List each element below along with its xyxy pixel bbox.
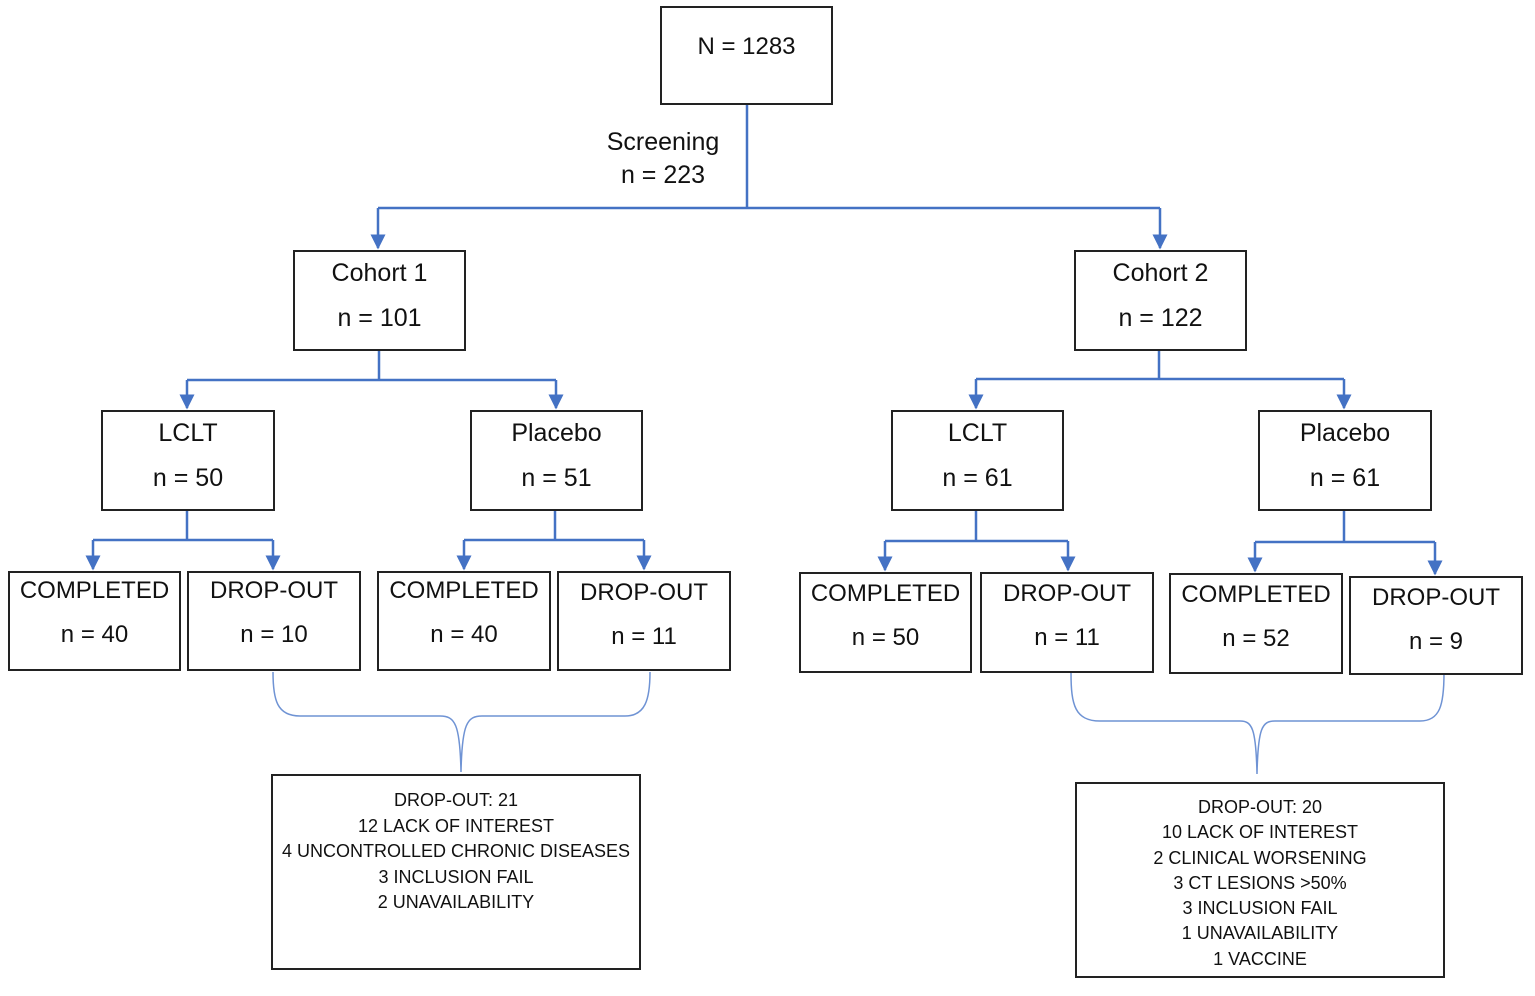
total-population-label: N = 1283 [697,33,796,60]
cohort-1-placebo-count: n = 51 [521,464,592,492]
dropout-count: n = 11 [1034,624,1100,651]
cohort-2-box: Cohort 2 n = 122 [1074,250,1247,351]
cohort-2-placebo-dropout-box: DROP-OUT n = 9 [1349,576,1523,675]
screening-count: n = 223 [620,161,706,189]
completed-title: COMPLETED [389,577,539,604]
completed-count: n = 40 [430,621,498,648]
cohort-2-lclt-dropout-box: DROP-OUT n = 11 [980,572,1154,673]
cohort-2-placebo-box: Placebo n = 61 [1258,410,1432,511]
dropout-title: DROP-OUT [1372,584,1500,611]
cohort-2-placebo-count: n = 61 [1309,464,1381,492]
dropout-title: DROP-OUT [1003,580,1131,607]
cohort-1-lclt-count: n = 50 [152,464,224,492]
dropout-count: n = 10 [240,621,308,648]
reason-line: 1 UNAVAILABILITY [1181,923,1339,944]
cohort-1-lclt-box: LCLT n = 50 [101,410,275,511]
completed-count: n = 40 [60,621,129,648]
reason-line: 12 LACK OF INTEREST [357,815,555,836]
completed-title: COMPLETED [810,580,961,607]
cohort-2-placebo-title: Placebo [1299,419,1391,447]
cohort-2-title: Cohort 2 [1112,259,1209,287]
total-population-box: N = 1283 [660,6,833,105]
reason-line: 1 VACCINE [1213,948,1307,969]
cohort-1-lclt-title: LCLT [158,419,218,447]
reason-line: 4 UNCONTROLLED CHRONIC DISEASES [281,841,631,861]
cohort-1-count: n = 101 [337,304,422,332]
brace-cohort2 [1070,672,1445,775]
cohort-2-lclt-completed-box: COMPLETED n = 50 [799,572,972,673]
reason-line: 3 INCLUSION FAIL [378,866,534,887]
cohort-1-lclt-completed-box: COMPLETED n = 40 [8,571,181,671]
reason-line: 3 CT LESIONS >50% [1173,872,1347,893]
cohort-2-lclt-box: LCLT n = 61 [891,410,1064,511]
cohort-1-box: Cohort 1 n = 101 [293,250,466,351]
screening-label: Screening n = 223 [598,126,728,192]
cohort-2-lclt-count: n = 61 [942,464,1013,492]
cohort-2-count: n = 122 [1118,304,1203,332]
cohort-1-placebo-box: Placebo n = 51 [470,410,643,511]
dropout-title: DROP-OUT [210,577,338,604]
cohort-1-lclt-dropout-box: DROP-OUT n = 10 [187,571,361,671]
completed-title: COMPLETED [19,577,170,604]
cohort-2-dropout-reasons-box: DROP-OUT: 20 10 LACK OF INTEREST 2 CLINI… [1075,782,1445,978]
cohort-1-title: Cohort 1 [331,259,428,287]
cohort-1-placebo-dropout-box: DROP-OUT n = 11 [557,571,731,671]
cohort-2-placebo-completed-box: COMPLETED n = 52 [1169,573,1343,674]
reason-line: DROP-OUT: 20 [1197,797,1323,817]
brace-cohort1 [272,671,651,773]
completed-title: COMPLETED [1181,581,1331,608]
completed-count: n = 50 [851,624,920,651]
dropout-title: DROP-OUT [580,579,708,606]
reason-line: 3 INCLUSION FAIL [1182,898,1338,919]
cohort-1-placebo-title: Placebo [511,419,602,447]
dropout-count: n = 9 [1408,628,1464,655]
completed-count: n = 52 [1222,625,1290,652]
cohort-1-placebo-completed-box: COMPLETED n = 40 [377,571,551,671]
reason-line: 2 CLINICAL WORSENING [1153,847,1367,868]
cohort-1-dropout-reasons-box: DROP-OUT: 21 12 LACK OF INTEREST 4 UNCON… [271,774,641,970]
reason-line: 10 LACK OF INTEREST [1161,822,1359,843]
cohort-2-lclt-title: LCLT [947,419,1008,447]
reason-line: DROP-OUT: 21 [393,790,519,810]
screening-text: Screening [606,128,720,156]
reason-line: 2 UNAVAILABILITY [377,892,535,912]
dropout-count: n = 11 [611,623,677,650]
